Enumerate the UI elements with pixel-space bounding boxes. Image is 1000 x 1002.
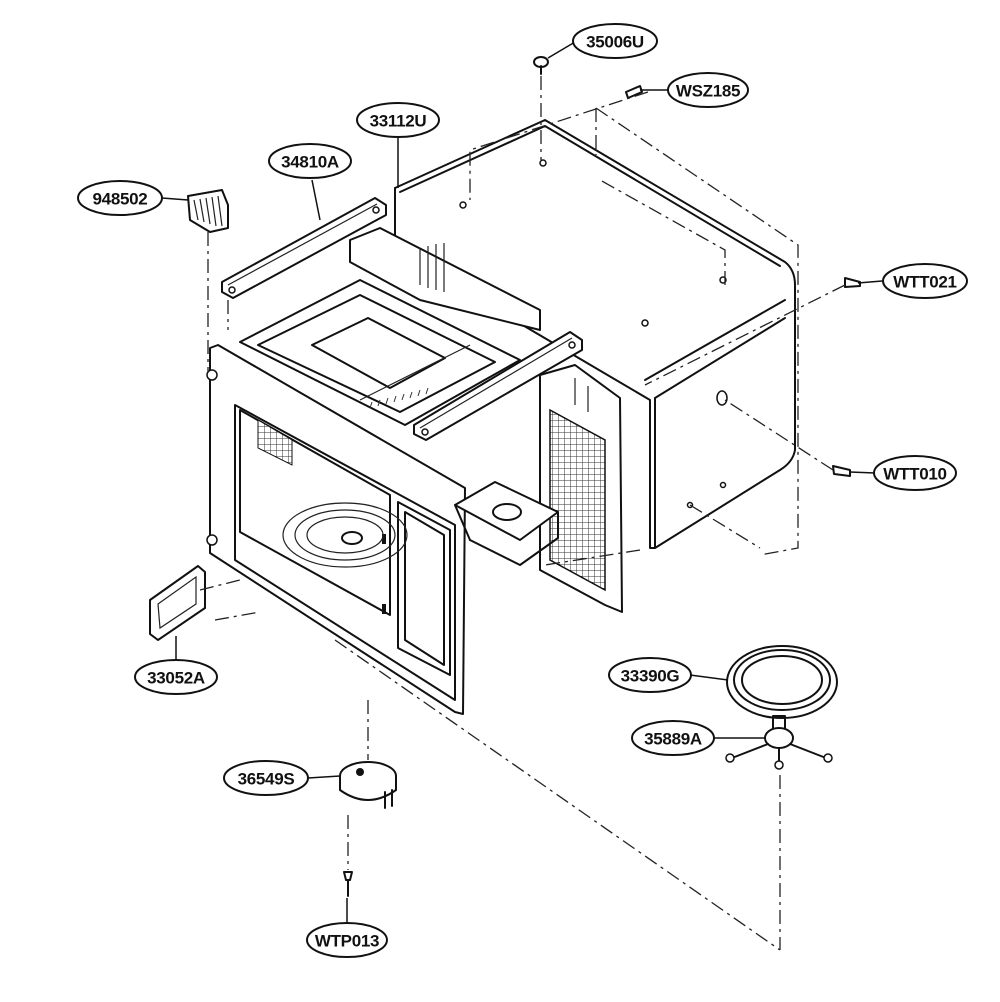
mounting-rail-upper (221, 197, 387, 299)
callout-label: 35006U (586, 33, 644, 52)
cabinet-screw-hole (641, 319, 649, 327)
part-36549S-motor (339, 761, 397, 809)
cabinet-screw-hole (539, 159, 547, 167)
callout-label: WTP013 (315, 932, 379, 951)
part-33052A-cover (149, 565, 206, 641)
callout-WTT010: WTT010 (873, 455, 957, 491)
part-WTT021-screw (844, 277, 861, 288)
callout-33390G: 33390G (608, 657, 692, 693)
callout-WSZ185: WSZ185 (667, 72, 749, 108)
frame-hinge (206, 369, 218, 381)
callout-label: 34810A (281, 153, 339, 172)
callout-label: 33052A (147, 669, 205, 688)
callout-label: WTT021 (893, 273, 956, 292)
callout-33112U: 33112U (356, 102, 440, 138)
control-panel-frame (539, 364, 623, 613)
callout-label: 948502 (93, 190, 148, 209)
turntable-motor-plate (454, 481, 559, 566)
part-35006U-pin (533, 56, 549, 75)
callout-label: 33390G (621, 667, 680, 686)
frame-hinge (206, 534, 218, 546)
callout-948502: 948502 (77, 180, 163, 216)
part-WTT010-screw (832, 465, 851, 477)
callout-WTT021: WTT021 (882, 263, 968, 299)
cabinet-screw-hole (459, 201, 467, 209)
latch-slot (382, 534, 386, 544)
callout-label: 35889A (644, 730, 702, 749)
assembly-lines (199, 76, 846, 951)
callout-35006U: 35006U (572, 23, 658, 59)
callout-33052A: 33052A (134, 659, 218, 695)
cabinet-screw-hole (719, 481, 727, 489)
cavity-floor-ring (282, 502, 408, 568)
cabinet-side-hole (716, 390, 728, 406)
part-33390G-glass-tray (726, 645, 838, 719)
callout-label: 33112U (370, 112, 427, 131)
callout-label: 36549S (238, 770, 295, 789)
callout-36549S: 36549S (223, 760, 309, 796)
outer-cabinet (394, 119, 796, 549)
callout-label: WTT010 (883, 465, 946, 484)
part-WTP013-screw (343, 871, 353, 897)
leader-lines (161, 41, 883, 925)
callout-35889A: 35889A (631, 720, 715, 756)
rear-plate (349, 227, 541, 331)
part-35889A-roller-ring (725, 715, 833, 770)
callout-label: WSZ185 (676, 82, 740, 101)
part-WSZ185-screw (625, 85, 643, 99)
callout-WTP013: WTP013 (306, 922, 388, 958)
cavity-top (239, 279, 521, 426)
callout-34810A: 34810A (268, 143, 352, 179)
part-948502-block (187, 189, 229, 233)
latch-slot (382, 604, 386, 614)
mounting-rail-lower (413, 331, 583, 441)
